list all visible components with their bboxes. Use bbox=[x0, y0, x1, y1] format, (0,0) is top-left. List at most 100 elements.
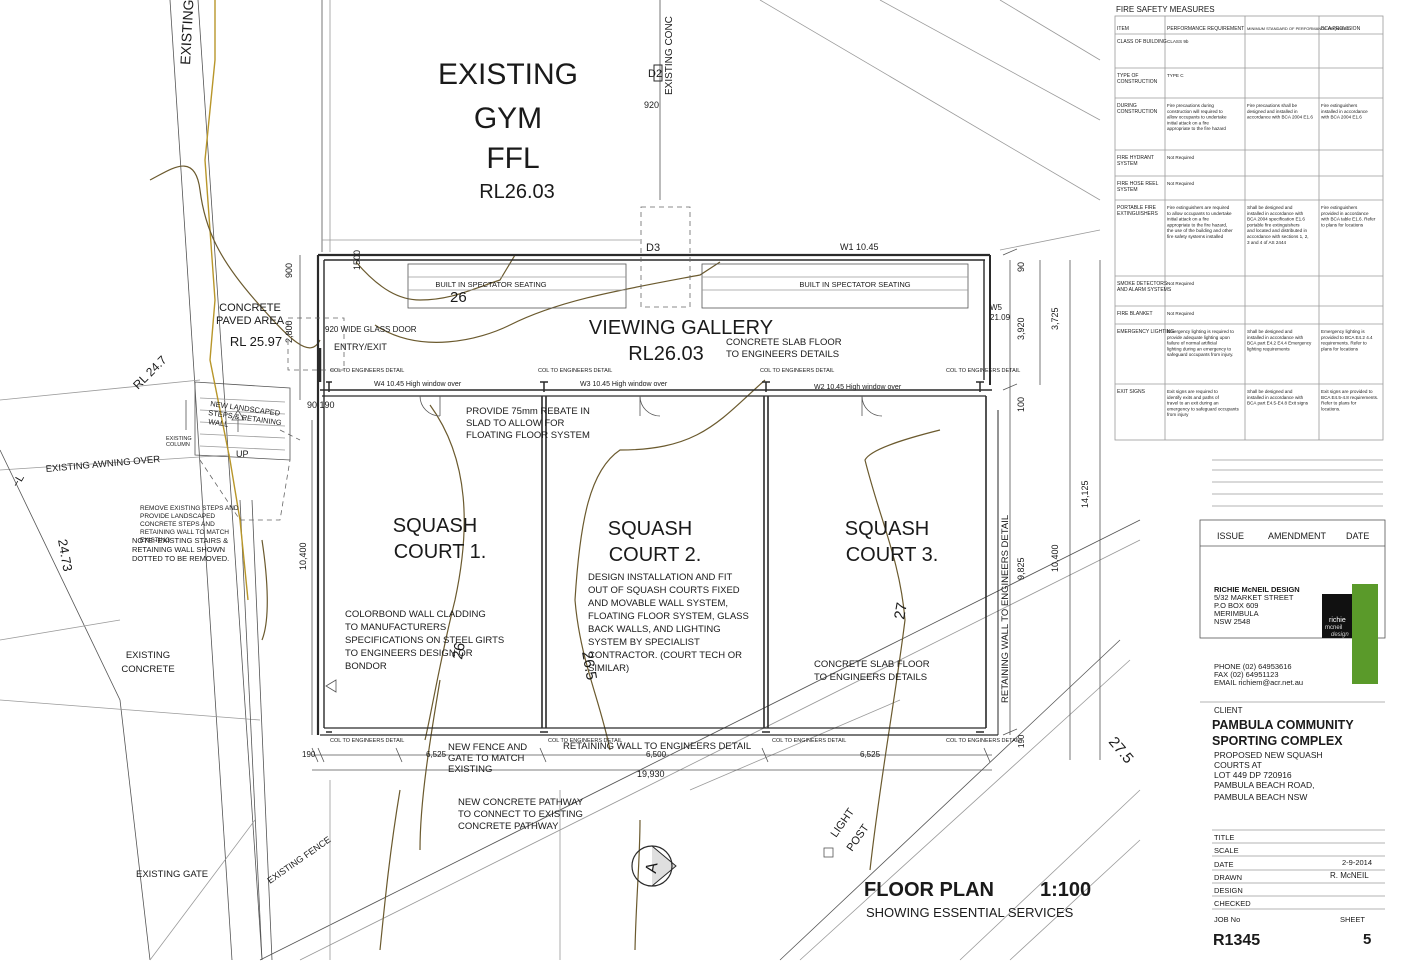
col-label-2: COL TO ENGINEERS DETAIL bbox=[538, 368, 612, 374]
remove-steps-line8: DOTTED TO BE REMOVED. bbox=[132, 554, 229, 563]
existing-gym-rl: RL26.03 bbox=[479, 181, 555, 203]
existing-gym-line2: GYM bbox=[474, 102, 542, 135]
court1-note-line3: SPECIFICATIONS ON STEEL GIRTS bbox=[345, 635, 504, 646]
floor-plan-scale: 1:100 bbox=[1040, 879, 1091, 901]
existing-gate-label: EXISTING GATE bbox=[136, 869, 208, 880]
tb-project-4: PAMBULA BEACH ROAD, bbox=[1214, 780, 1314, 790]
dim-900-left: 900 bbox=[284, 263, 294, 278]
existing-concrete-line1: EXISTING bbox=[126, 650, 170, 661]
tb-address-4: NSW 2548 bbox=[1214, 617, 1250, 626]
drawing-title: FLOOR PLAN 1:100 SHOWING ESSENTIAL SERVI… bbox=[864, 879, 1091, 920]
seating-right: BUILT IN SPECTATOR SEATING bbox=[799, 280, 910, 289]
new-pathway-line2: TO CONNECT TO EXISTING bbox=[458, 809, 583, 820]
tb-client-2: SPORTING COMPLEX bbox=[1212, 734, 1343, 748]
dim-9825: 9,825 bbox=[1016, 557, 1026, 580]
court2-note-line3: AND MOVABLE WALL SYSTEM, bbox=[588, 598, 728, 609]
new-landscaped-line3: WALL bbox=[208, 417, 229, 429]
tb-job-value: R1345 bbox=[1213, 932, 1260, 949]
tb-date-label: DATE bbox=[1214, 860, 1233, 869]
tb-logo-1: richie bbox=[1329, 617, 1346, 624]
fs-header-std: MINIMUM STANDARD OF PERFORMANCE REQUIRED bbox=[1247, 26, 1349, 31]
existing-column-line1: EXISTING bbox=[166, 436, 192, 442]
tb-design-label: DESIGN bbox=[1214, 886, 1243, 895]
gallery-slab-line2: TO ENGINEERS DETAILS bbox=[726, 349, 839, 360]
rl-275-label: 27.5 bbox=[1105, 734, 1137, 767]
col-label-b1: COL TO ENGINEERS DETAIL bbox=[330, 738, 404, 744]
col-label-b4: COL TO ENGINEERS DETAIL bbox=[946, 738, 1020, 744]
rebate-note-line2: SLAD TO ALLOW FOR bbox=[466, 418, 565, 429]
fs-row-8-item: EMERGENCY LIGHTING bbox=[1117, 329, 1174, 335]
floor-plan-title: FLOOR PLAN bbox=[864, 879, 994, 901]
tb-client-1: PAMBULA COMMUNITY bbox=[1212, 718, 1354, 732]
tb-drawn-value: R. McNEIL bbox=[1330, 871, 1369, 880]
fs-header-item: ITEM bbox=[1117, 26, 1129, 32]
remove-steps-line6: NOTE:-EXISTING STAIRS & bbox=[132, 536, 228, 545]
tb-address-2: P.O BOX 609 bbox=[1214, 601, 1258, 610]
plan-labels: EXISTING EXISTING CONC EXISTING GYM FFL … bbox=[10, 0, 1137, 886]
remove-steps-line4: RETAINING WALL TO MATCH bbox=[140, 529, 229, 536]
fire-safety-title: FIRE SAFETY MEASURES bbox=[1116, 5, 1215, 14]
tb-project-3: LOT 449 DP 720916 bbox=[1214, 770, 1292, 780]
service-line bbox=[204, 0, 249, 601]
fs-row-1-req: TYPE C bbox=[1167, 73, 1184, 78]
court1-note-line2: TO MANUFACTURERS bbox=[345, 622, 446, 633]
existing-stairs bbox=[185, 381, 301, 961]
remove-steps-line7: RETAINING WALL SHOWN bbox=[132, 545, 225, 554]
fs-row-7-req: Not Required bbox=[1167, 311, 1195, 316]
remove-steps-line2: PROVIDE LANDSCAPED bbox=[140, 513, 215, 520]
tb-address-1: 5/32 MARKET STREET bbox=[1214, 593, 1294, 602]
new-fence-line3: EXISTING bbox=[448, 764, 492, 775]
court3-line1: SQUASH bbox=[845, 518, 929, 540]
court2-note-line7: CONTRACTOR. (COURT TECH OR bbox=[588, 650, 742, 661]
fs-row-0-req: CLASS 9b bbox=[1167, 39, 1189, 44]
court1-note-line4: TO ENGINEERS DESIGN OR bbox=[345, 648, 473, 659]
tb-address-3: MERIMBULA bbox=[1214, 609, 1259, 618]
window-w4-label: W4 10.45 High window over bbox=[374, 381, 462, 388]
tb-issue-header: ISSUE bbox=[1217, 531, 1244, 541]
new-fence-line1: NEW FENCE AND bbox=[448, 742, 527, 753]
dim-6525-b: 6,525 bbox=[860, 750, 881, 759]
dim-6525-a: 6,525 bbox=[426, 750, 447, 759]
dimension-lines bbox=[299, 248, 1101, 771]
remove-steps-line5: EXISTING bbox=[140, 537, 170, 544]
tb-title-label: TITLE bbox=[1214, 833, 1234, 842]
fs-row-0-item: CLASS OF BUILDING bbox=[1117, 39, 1167, 45]
col-label-b3: COL TO ENGINEERS DETAIL bbox=[772, 738, 846, 744]
site-lines bbox=[0, 0, 1141, 961]
contour-26-label: 26 bbox=[450, 289, 467, 306]
rl-2473-label: 24.73 bbox=[55, 538, 75, 573]
gallery-slab-line1: CONCRETE SLAB FLOOR bbox=[726, 337, 842, 348]
fs-row-9-item: EXIT SIGNS bbox=[1117, 389, 1146, 395]
tb-contact-2: FAX (02) 64951123 bbox=[1214, 670, 1279, 679]
rebate-note-line1: PROVIDE 75mm REBATE IN bbox=[466, 406, 590, 417]
court2-note-line1: DESIGN INSTALLATION AND FIT bbox=[588, 572, 732, 583]
window-w5-line1: W5 bbox=[990, 303, 1003, 312]
tb-date-value: 2-9-2014 bbox=[1342, 858, 1372, 867]
window-w2-label: W2 10.45 High window over bbox=[814, 384, 902, 391]
contours bbox=[149, 165, 941, 951]
court3-note-line1: CONCRETE SLAB FLOOR bbox=[814, 659, 930, 670]
court2-note-line2: OUT OF SQUASH COURTS FIXED bbox=[588, 585, 740, 596]
concrete-paved-line2: PAVED AREA bbox=[216, 315, 285, 327]
tb-contact-1: PHONE (02) 64953616 bbox=[1214, 662, 1292, 671]
tb-amendment-header: AMENDMENT bbox=[1268, 531, 1327, 541]
court3-note-line2: TO ENGINEERS DETAILS bbox=[814, 672, 927, 683]
existing-gym-line1: EXISTING bbox=[438, 58, 578, 91]
concrete-paved-line1: CONCRETE bbox=[219, 302, 281, 314]
floor-plan-subtitle: SHOWING ESSENTIAL SERVICES bbox=[866, 905, 1074, 920]
dim-10400-right: 10,400 bbox=[1050, 544, 1060, 572]
col-label-4: COL TO ENGINEERS DETAIL bbox=[946, 368, 1020, 374]
fs-row-7-item: FIRE BLANKET bbox=[1117, 311, 1153, 317]
